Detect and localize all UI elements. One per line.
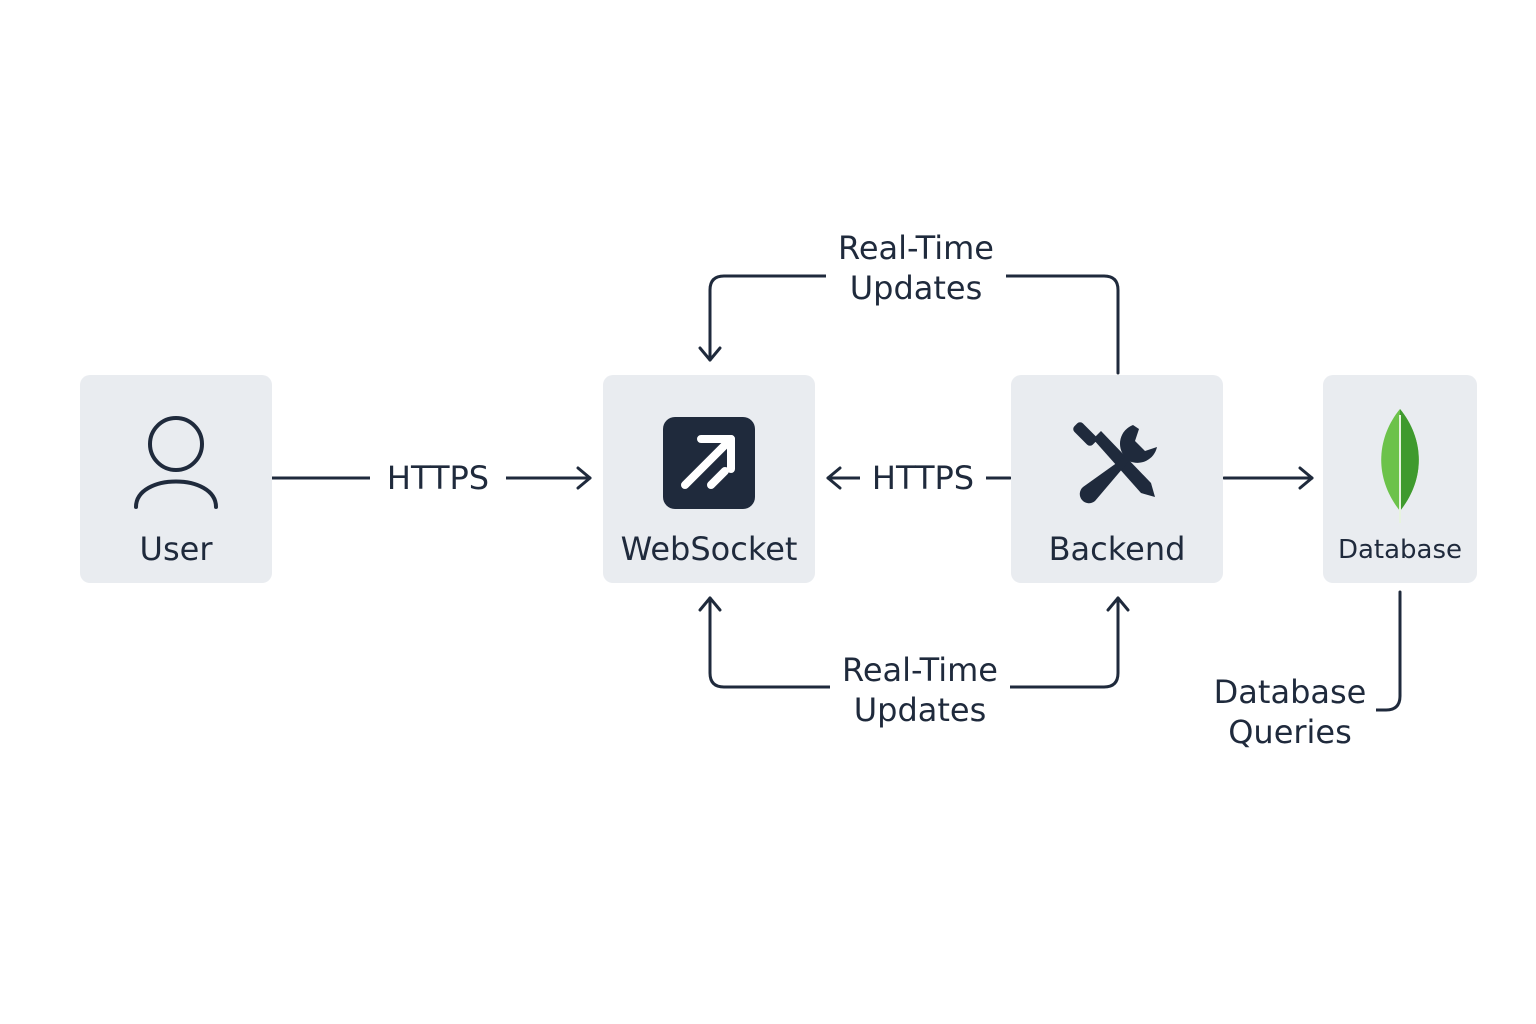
bottom-updates-left-arrowhead [698, 596, 722, 612]
https-label-backend-websocket: HTTPS [860, 458, 986, 498]
user-label: User [139, 530, 213, 568]
user-to-websocket-arrowhead [576, 466, 592, 490]
backend-label: Backend [1048, 530, 1186, 568]
https-label-user-websocket: HTTPS [370, 458, 506, 498]
top-updates-line2: Updates [849, 269, 983, 307]
top-updates-arrowhead [698, 346, 722, 362]
db-queries-line2: Queries [1228, 713, 1352, 751]
websocket-node[interactable]: WebSocket [603, 375, 815, 583]
bottom-updates-right-arrowhead [1106, 596, 1130, 612]
mongodb-leaf-icon [1381, 409, 1419, 523]
user-icon [134, 416, 218, 509]
user-node[interactable]: User [80, 375, 272, 583]
top-updates-line1: Real-Time [838, 229, 994, 267]
backend-node[interactable]: Backend [1011, 375, 1223, 583]
bottom-updates-line2: Updates [853, 691, 987, 729]
bottom-updates-line1: Real-Time [842, 651, 998, 689]
database-node[interactable]: Database [1323, 375, 1477, 583]
top-updates-label: Real-Time Updates [826, 228, 1006, 308]
wrench-screwdriver-icon [1073, 422, 1157, 504]
backend-to-database-arrowhead [1298, 466, 1314, 490]
db-queries-line1: Database [1213, 673, 1367, 711]
bottom-updates-label: Real-Time Updates [830, 650, 1010, 730]
database-label: Database [1337, 535, 1463, 565]
db-queries-line [1366, 590, 1402, 712]
backend-to-websocket-arrowhead [826, 466, 842, 490]
db-queries-label: Database Queries [1204, 672, 1376, 752]
websocket-label: WebSocket [620, 530, 798, 568]
websocket-icon [663, 417, 755, 509]
